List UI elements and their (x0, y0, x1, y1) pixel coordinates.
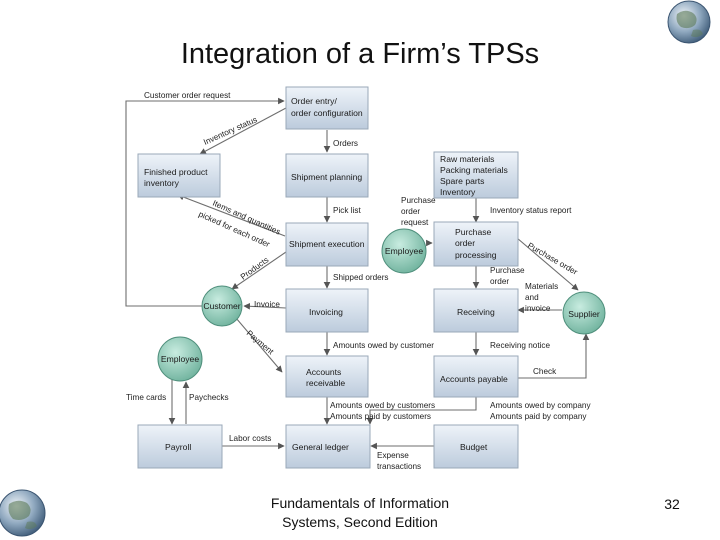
box-shipment-planning: Shipment planning (285, 153, 369, 198)
box-receiving: Receiving (433, 288, 519, 333)
label-inventory-status: Inventory status (202, 115, 258, 147)
box-finished-product: Finished product inventory (137, 153, 221, 198)
label-shipped-orders: Shipped orders (333, 273, 389, 282)
label-purchase-order: order (490, 277, 509, 286)
connector-line (243, 302, 287, 310)
connector-line (199, 107, 287, 155)
svg-text:Supplier: Supplier (568, 309, 600, 319)
label-check: Check (533, 367, 557, 376)
svg-text:Accounts: Accounts (306, 367, 341, 377)
connector-labels: Customer order request Inventory status … (126, 91, 591, 471)
svg-text:Order entry/: Order entry/ (291, 96, 337, 106)
svg-text:Packing materials: Packing materials (440, 165, 508, 175)
label-amounts-paid-by-company: Amounts paid by company (490, 412, 587, 421)
circle-employee-center: Employee (381, 228, 427, 274)
label-payment: Payment (245, 329, 276, 357)
svg-text:inventory: inventory (144, 178, 180, 188)
svg-text:Budget: Budget (460, 442, 488, 452)
label-orders: Orders (333, 139, 358, 148)
label-products: Products (239, 255, 270, 281)
circle-supplier: Supplier (562, 291, 606, 335)
svg-text:order configuration: order configuration (291, 108, 363, 118)
footer-citation: Fundamentals of Information Systems, Sec… (250, 494, 470, 532)
box-purchase-order-processing: Purchase order processing (433, 221, 519, 267)
connector-line (125, 97, 285, 307)
globe-icon (667, 0, 711, 44)
label-purchase-order-request: request (401, 218, 429, 227)
box-shipment-execution: Shipment execution (285, 222, 369, 267)
label-amounts-owed-by-company: Amounts owed by company (490, 401, 591, 410)
connector-line (516, 237, 579, 291)
connector-line (231, 251, 287, 290)
svg-text:Payroll: Payroll (165, 442, 191, 452)
svg-text:Receiving: Receiving (457, 307, 495, 317)
label-purchase-order: Purchase (490, 266, 525, 275)
footer-line: Fundamentals of Information (270, 495, 450, 511)
svg-text:Inventory: Inventory (440, 187, 476, 197)
svg-text:Shipment execution: Shipment execution (289, 239, 365, 249)
box-invoicing: Invoicing (285, 288, 369, 333)
svg-text:Employee: Employee (385, 246, 423, 256)
label-paychecks: Paychecks (189, 393, 229, 402)
label-materials-invoice: invoice (525, 304, 551, 313)
circle-customer: Customer (201, 285, 243, 327)
box-accounts-payable: Accounts payable (433, 355, 519, 398)
svg-text:Finished product: Finished product (144, 167, 208, 177)
label-materials-invoice: and (525, 293, 539, 302)
box-general-ledger: General ledger (285, 424, 371, 469)
svg-text:General ledger: General ledger (292, 442, 349, 452)
label-labor-costs: Labor costs (229, 434, 271, 443)
box-payroll: Payroll (137, 424, 223, 469)
label-purchase-order-request: Purchase (401, 196, 436, 205)
label-receiving-notice: Receiving notice (490, 341, 551, 350)
box-accounts-receivable: Accounts receivable (285, 355, 369, 398)
label-amounts-owed-by-customer: Amounts owed by customer (333, 341, 434, 350)
svg-text:Employee: Employee (161, 354, 199, 364)
label-customer-order-request: Customer order request (144, 91, 231, 100)
svg-text:Purchase: Purchase (455, 227, 492, 237)
svg-text:Accounts payable: Accounts payable (440, 374, 508, 384)
svg-text:Spare parts: Spare parts (440, 176, 484, 186)
svg-text:order: order (455, 238, 475, 248)
label-expense-transactions: Expense (377, 451, 409, 460)
svg-text:Invoicing: Invoicing (309, 307, 343, 317)
svg-text:Raw materials: Raw materials (440, 154, 494, 164)
label-purchase-order-diagonal: Purchase order (526, 241, 579, 277)
globe-icon (0, 489, 46, 537)
label-amounts-paid-by-customers: Amounts paid by customers (330, 412, 431, 421)
slide-title: Integration of a Firm’s TPSs (180, 38, 540, 70)
svg-text:Shipment planning: Shipment planning (291, 172, 362, 182)
box-raw-materials: Raw materials Packing materials Spare pa… (433, 151, 519, 199)
connector-line (518, 333, 590, 379)
connector-lines (125, 97, 590, 450)
box-budget: Budget (433, 424, 519, 469)
label-amounts-owed-by-customers: Amounts owed by customers (330, 401, 435, 410)
svg-text:processing: processing (455, 250, 497, 260)
label-purchase-order-request: order (401, 207, 420, 216)
connector-line (235, 317, 283, 373)
svg-text:Customer: Customer (203, 301, 240, 311)
circle-employee-left: Employee (157, 336, 203, 382)
label-materials-invoice: Materials (525, 282, 558, 291)
footer-line: Systems, Second Edition (282, 514, 438, 530)
label-inventory-status-report: Inventory status report (490, 206, 572, 215)
label-expense-transactions: transactions (377, 462, 421, 471)
label-pick-list: Pick list (333, 206, 361, 215)
label-time-cards: Time cards (126, 393, 166, 402)
connector-line (366, 397, 477, 425)
box-order-entry: Order entry/ order configuration (285, 86, 369, 130)
connector-line (177, 194, 286, 237)
label-invoice: Invoice (254, 300, 280, 309)
svg-text:receivable: receivable (306, 378, 345, 388)
page-number: 32 (664, 496, 680, 512)
